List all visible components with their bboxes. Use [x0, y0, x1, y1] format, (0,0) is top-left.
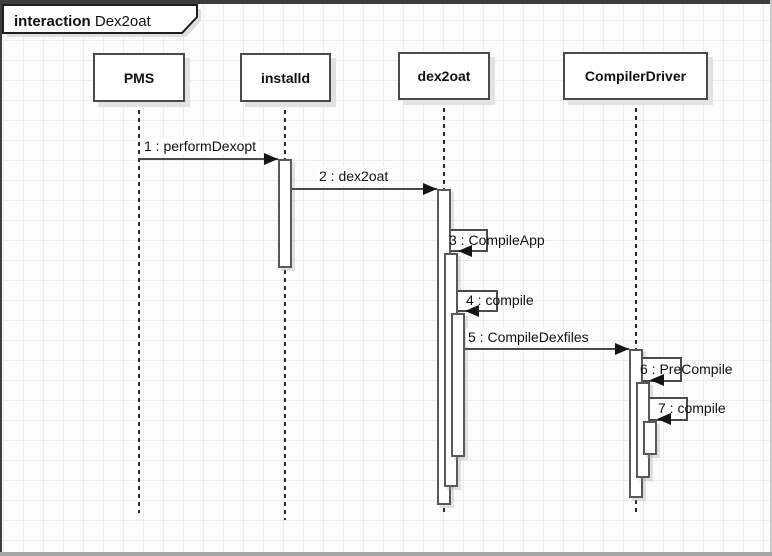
lifeline-head-dex2oat[interactable]: dex2oat: [398, 52, 490, 100]
message-3-arrowhead-icon: [458, 245, 472, 257]
message-4-arrowhead-icon: [465, 305, 479, 317]
window-border-bottom: [0, 552, 772, 556]
lifeline-pms[interactable]: [138, 102, 140, 513]
window-border-top: [0, 0, 772, 4]
message-5-line[interactable]: [465, 348, 629, 350]
message-7-label[interactable]: 7 : compile: [658, 400, 726, 416]
message-2-label[interactable]: 2 : dex2oat: [317, 167, 391, 185]
lifeline-installd[interactable]: [284, 102, 286, 520]
frame-title-tab[interactable]: interaction Dex2oat: [2, 4, 212, 42]
message-6-label[interactable]: 6 : PreCompile: [640, 361, 733, 377]
message-6-arrowhead-icon: [650, 374, 664, 386]
lifeline-label-compilerdriver: CompilerDriver: [584, 68, 687, 84]
activation-dex2oat-3[interactable]: [451, 313, 465, 457]
lifeline-head-compilerdriver[interactable]: CompilerDriver: [563, 52, 708, 100]
frame-name: Dex2oat: [94, 13, 151, 30]
lifeline-head-pms[interactable]: PMS: [93, 53, 185, 102]
frame-keyword: interaction: [14, 13, 91, 30]
lifeline-label-pms: PMS: [123, 69, 155, 86]
message-2-line[interactable]: [292, 188, 437, 190]
message-1-arrowhead-icon: [264, 153, 278, 165]
lifeline-label-installd: installd: [260, 69, 310, 86]
lifeline-label-dex2oat: dex2oat: [417, 68, 471, 84]
message-2-arrowhead-icon: [423, 183, 437, 195]
message-5-arrowhead-icon: [615, 343, 629, 355]
pentagon-frame-shape: [2, 4, 201, 37]
window-border-right: [770, 0, 772, 556]
message-7-arrowhead-icon: [657, 413, 671, 425]
window-border-left: [0, 0, 2, 556]
frame-title-text: interaction Dex2oat: [14, 13, 151, 30]
lifeline-compilerdriver[interactable]: [635, 100, 637, 513]
activation-compilerdriver-3[interactable]: [643, 421, 657, 455]
lifeline-head-installd[interactable]: installd: [240, 53, 331, 102]
message-1-line[interactable]: [139, 158, 278, 160]
activation-installd[interactable]: [278, 159, 292, 268]
message-5-label[interactable]: 5 : CompileDexfiles: [466, 328, 591, 346]
message-4-label[interactable]: 4 : compile: [466, 292, 534, 308]
message-3-label[interactable]: 3 : CompileApp: [449, 232, 545, 248]
message-1-label[interactable]: 1 : performDexopt: [142, 137, 259, 155]
